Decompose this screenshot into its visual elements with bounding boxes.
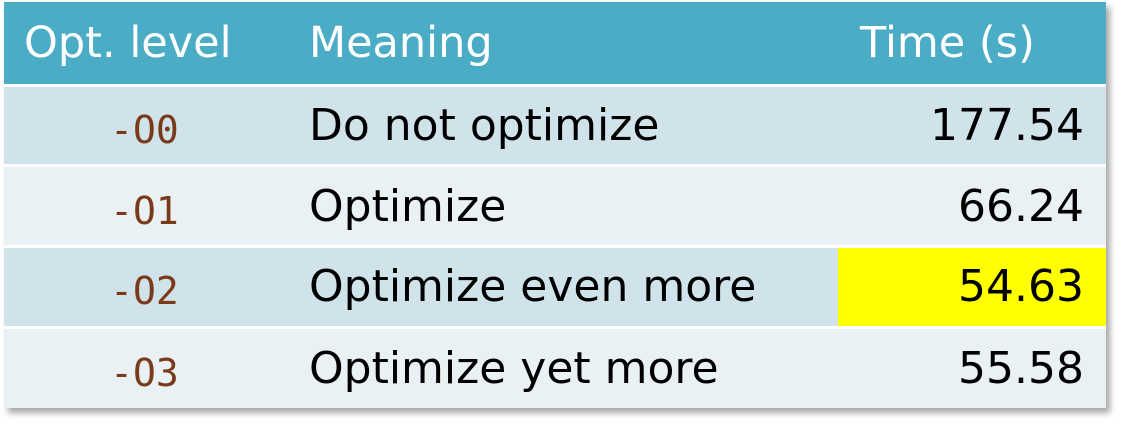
meaning-cell: Optimize even more [285,245,838,328]
time-cell: 66.24 [838,164,1106,247]
table-row: -O1 Optimize 66.24 [4,164,1106,247]
header-time: Time (s) [838,2,1106,87]
opt-level-cell: -O2 [4,245,285,328]
time-cell-highlighted: 54.63 [838,245,1106,328]
table-row: -O0 Do not optimize 177.54 [4,83,1106,166]
table-row: -O2 Optimize even more 54.63 [4,245,1106,328]
opt-level-cell: -O1 [4,164,285,247]
header-row: Opt. level Meaning Time (s) [4,2,1106,87]
table-row: -O3 Optimize yet more 55.58 [4,325,1106,408]
meaning-cell: Optimize yet more [285,325,838,408]
optimization-table-frame: Opt. level Meaning Time (s) -O0 Do not o… [4,2,1106,408]
optimization-table: Opt. level Meaning Time (s) -O0 Do not o… [4,2,1106,408]
opt-level-cell: -O3 [4,325,285,408]
meaning-cell: Optimize [285,164,838,247]
time-cell: 177.54 [838,83,1106,166]
time-cell: 55.58 [838,325,1106,408]
header-opt-level: Opt. level [4,2,285,87]
table-body: -O0 Do not optimize 177.54 -O1 Optimize … [4,83,1106,408]
meaning-cell: Do not optimize [285,83,838,166]
table-header: Opt. level Meaning Time (s) [4,2,1106,87]
header-meaning: Meaning [285,2,838,87]
opt-level-cell: -O0 [4,83,285,166]
